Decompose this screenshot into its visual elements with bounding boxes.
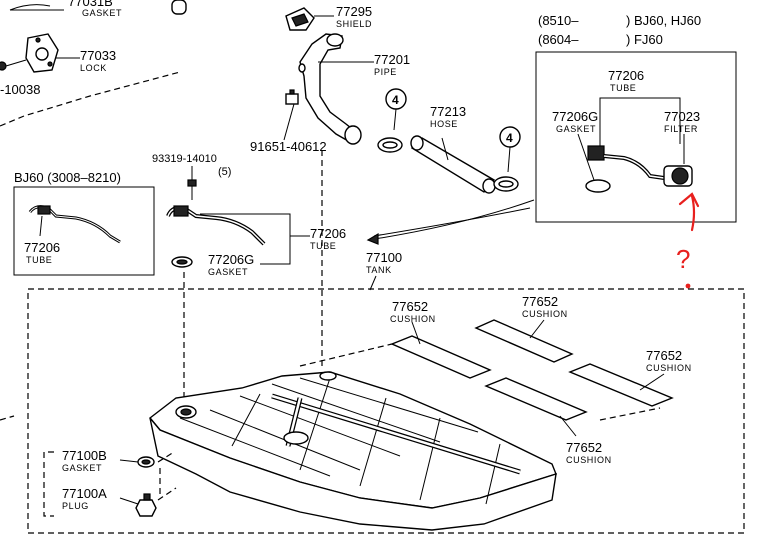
inset-box — [535, 51, 737, 223]
inset-arrow-head — [366, 232, 379, 245]
fuel-tank-part — [148, 371, 557, 531]
cushion-4-number: 77652 — [566, 440, 602, 455]
red-annotation: ? — [676, 192, 700, 289]
main-gasket-part — [171, 256, 193, 268]
lock-number: 77033 — [80, 48, 116, 63]
clamp-mark-right: 4 — [493, 126, 521, 192]
variant-tube-part — [28, 205, 121, 244]
drain-plug-part — [135, 493, 157, 517]
pipe-name: PIPE — [374, 67, 397, 77]
drain-plug-name: PLUG — [62, 501, 89, 511]
inset-gasket-part — [585, 179, 611, 193]
lock-part — [0, 33, 80, 73]
drain-gasket-number: 77100B — [62, 448, 107, 463]
variant-tube-number: 77206 — [24, 240, 60, 255]
inset-tube-number: 77206 — [608, 68, 644, 83]
inset-tube-part — [587, 145, 665, 180]
main-gasket-number: 77206G — [208, 252, 254, 267]
cushion-1-name: CUSHION — [390, 314, 436, 324]
cushion-1-number: 77652 — [392, 299, 428, 314]
variant-box-label: BJ60 (3008–8210) — [14, 170, 121, 185]
top-gasket-part — [9, 0, 187, 15]
inset-line1-models: ) BJ60, HJ60 — [626, 13, 701, 28]
hose-name: HOSE — [430, 119, 458, 129]
screw-number: 93319-14010 — [152, 153, 217, 165]
main-tube-number: 77206 — [310, 226, 346, 241]
shield-number: 77295 — [336, 4, 372, 19]
drain-gasket-part — [137, 456, 155, 468]
cushion-3-number: 77652 — [646, 348, 682, 363]
inset-filter-name: FILTER — [664, 124, 698, 134]
clamp-mark-right-number: 4 — [506, 131, 513, 145]
left-part-number: -10038 — [0, 82, 40, 97]
cushion-2-part — [474, 319, 574, 363]
drain-gasket-name: GASKET — [62, 463, 102, 473]
pipe-number: 77201 — [374, 52, 410, 67]
inset-filter-number: 77023 — [664, 109, 700, 124]
drain-plug-number: 77100A — [62, 486, 107, 501]
inset-gasket-number: 77206G — [552, 109, 598, 124]
drain-bracket — [43, 451, 54, 517]
lock-name: LOCK — [80, 63, 107, 73]
left-dashed-guide — [0, 71, 181, 127]
main-tube-part — [166, 205, 266, 246]
main-tube-name: TUBE — [310, 241, 336, 251]
hose-part — [410, 135, 496, 194]
main-gasket-name: GASKET — [208, 267, 248, 277]
cushion-4-part — [484, 377, 588, 421]
tank-name: TANK — [366, 265, 392, 275]
bolt-number: 91651-40612 — [250, 139, 327, 154]
tank-number: 77100 — [366, 250, 402, 265]
cushion-1-part — [390, 335, 492, 379]
bolt-part — [283, 89, 299, 141]
shield-name: SHIELD — [336, 19, 372, 29]
hose-number: 77213 — [430, 104, 466, 119]
red-question-mark: ? — [676, 244, 690, 274]
top-gasket-name: GASKET — [82, 8, 122, 18]
inset-line2-models: ) FJ60 — [626, 32, 663, 47]
cushion-3-name: CUSHION — [646, 363, 692, 373]
clamp-mark-left-number: 4 — [392, 93, 399, 107]
cushion-4-name: CUSHION — [566, 455, 612, 465]
filler-pipe-part — [298, 33, 374, 145]
inset-tube-name: TUBE — [610, 83, 636, 93]
clamp-mark-left: 4 — [377, 88, 407, 153]
left-dashed-guide-lower — [0, 415, 15, 421]
inset-line1-code: (8510– — [538, 13, 579, 28]
screw-part — [187, 166, 197, 200]
inset-arrow-line — [367, 199, 535, 241]
cushion-2-number: 77652 — [522, 294, 558, 309]
inset-filter-part — [663, 165, 693, 187]
cushion-3-part — [568, 363, 674, 407]
shield-part — [285, 7, 334, 31]
main-tube-leader — [200, 213, 291, 265]
top-gasket-number: 77031B — [68, 0, 113, 9]
inset-gasket-name: GASKET — [556, 124, 596, 134]
inset-line2-code: (8604– — [538, 32, 579, 47]
screw-qty: (5) — [218, 166, 231, 178]
inset-tube-leader — [599, 97, 681, 146]
variant-tube-name: TUBE — [26, 255, 52, 265]
variant-box — [13, 186, 155, 276]
cushion-2-name: CUSHION — [522, 309, 568, 319]
